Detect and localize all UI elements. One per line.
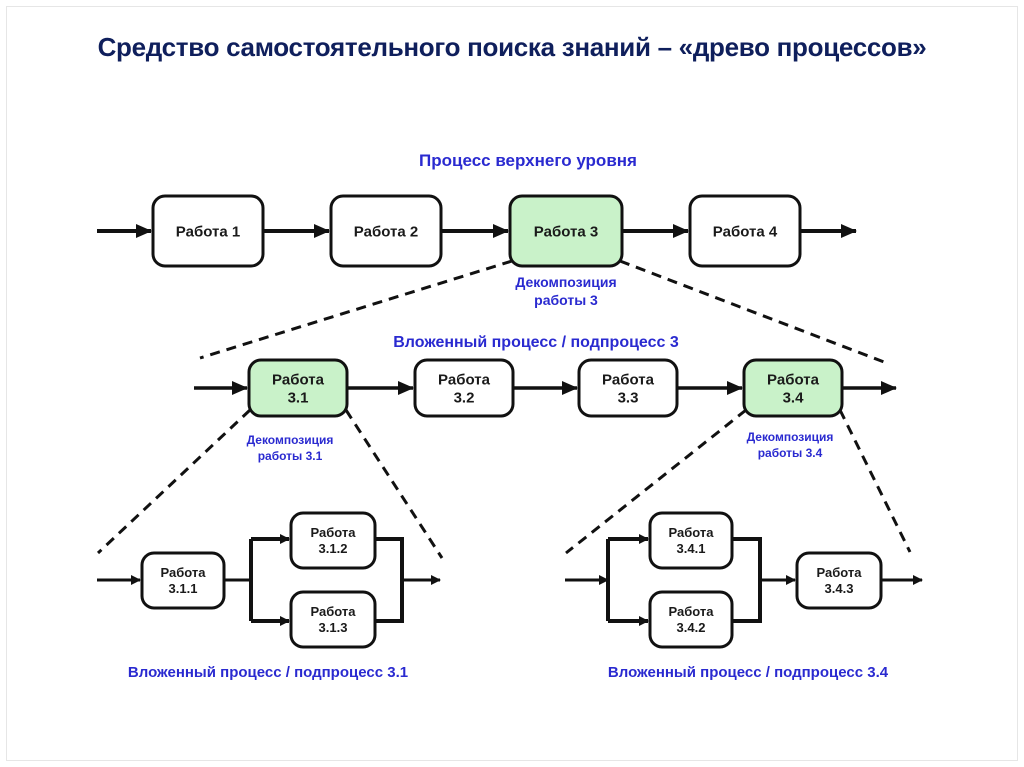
work-box-label: Работа <box>311 525 357 540</box>
decomposition-line-3-4-right <box>838 409 912 553</box>
decomposition-line-3-1-left <box>96 408 252 555</box>
work-box-label: 3.4 <box>783 389 805 406</box>
work-box-shape <box>289 511 377 570</box>
work-box-r1: Работа 1 <box>151 194 265 268</box>
level3-right-title: Вложенный процесс / подпроцесс 3.4 <box>608 664 889 681</box>
work-box-label: Работа <box>438 371 491 388</box>
merge-bar <box>732 537 762 623</box>
work-box-label: 3.3 <box>618 389 639 406</box>
work-box-shape <box>577 358 679 418</box>
merge-bar <box>375 537 404 623</box>
work-box-label: 3.1.2 <box>319 541 348 556</box>
work-box-label: Работа <box>272 371 325 388</box>
work-box-label: Работа <box>669 604 715 619</box>
work-box-label: Работа 1 <box>176 223 240 240</box>
work-box-r4: Работа 4 <box>688 194 802 268</box>
slide-frame <box>6 6 1018 761</box>
decomposition-line-3-4-left <box>565 408 747 555</box>
work-box-label: Работа <box>669 525 715 540</box>
decomposition-label-3-4: Декомпозиция <box>747 430 834 444</box>
work-box-r2: Работа 2 <box>329 194 443 268</box>
level2-title: Вложенный процесс / подпроцесс 3 <box>393 334 679 351</box>
work-box-label: 3.1.3 <box>319 620 348 635</box>
decomposition-label-3: Декомпозиция <box>515 274 616 290</box>
work-box-label: 3.4.2 <box>677 620 706 635</box>
level3-left-title: Вложенный процесс / подпроцесс 3.1 <box>128 664 408 681</box>
work-box-shape <box>247 358 349 418</box>
work-box-shape <box>648 590 734 649</box>
work-box-label: 3.2 <box>454 389 475 406</box>
slide-title: Средство самостоятельного поиска знаний … <box>97 32 927 62</box>
decomposition-label-3-1: Декомпозиция <box>247 433 334 447</box>
decomposition-line-3-1-right <box>344 409 444 559</box>
work-box-label: 3.4.3 <box>825 581 854 596</box>
work-box-shape <box>140 551 226 610</box>
work-box-label: Работа 3 <box>534 223 598 240</box>
work-box-shape <box>742 358 844 418</box>
work-box-shape <box>508 194 624 268</box>
work-box-shape <box>329 194 443 268</box>
decomposition-label-3: работы 3 <box>534 292 598 308</box>
work-box-label: Работа 4 <box>713 223 778 240</box>
level1-title: Процесс верхнего уровня <box>419 151 637 170</box>
work-box-shape <box>151 194 265 268</box>
work-box-shape <box>413 358 515 418</box>
decomposition-line-left <box>199 259 513 360</box>
work-box-r3: Работа 3 <box>508 194 624 268</box>
work-box-label: Работа 2 <box>354 223 418 240</box>
decomposition-label-3-1: работы 3.1 <box>258 449 323 463</box>
decomposition-label-3-4: работы 3.4 <box>758 446 823 460</box>
work-box-shape <box>648 511 734 570</box>
decomposition-line-right <box>619 259 885 364</box>
work-box-label: 3.1.1 <box>169 581 198 596</box>
work-box-label: Работа <box>602 371 655 388</box>
work-box-label: Работа <box>161 565 207 580</box>
work-box-label: 3.4.1 <box>677 541 706 556</box>
work-box-shape <box>688 194 802 268</box>
work-box-shape <box>795 551 883 610</box>
work-box-label: Работа <box>311 604 357 619</box>
work-box-shape <box>289 590 377 649</box>
work-box-label: Работа <box>767 371 820 388</box>
work-box-label: Работа <box>817 565 863 580</box>
work-box-label: 3.1 <box>288 389 309 406</box>
connectors <box>96 224 923 626</box>
